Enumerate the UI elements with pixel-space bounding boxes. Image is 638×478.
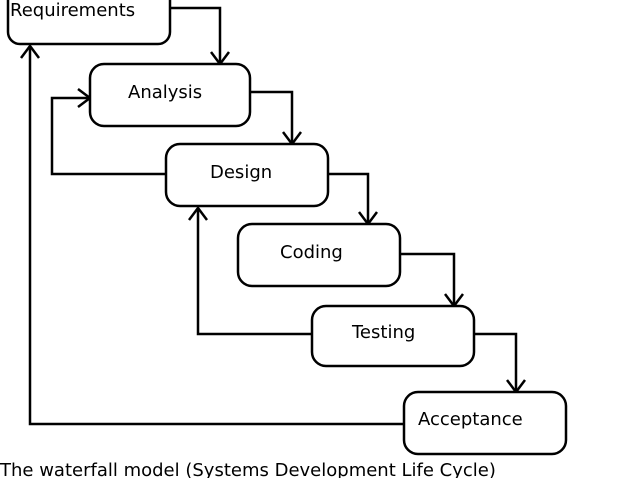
stage-box-analysis — [88, 62, 252, 128]
arrowhead-feedback-requirements — [20, 43, 40, 59]
stage-box-design — [164, 142, 330, 208]
stage-label-testing: Testing — [351, 322, 415, 343]
feedback-design-to-analysis — [50, 96, 166, 176]
stage-boxes — [6, 0, 568, 456]
stage-label-design: Design — [210, 162, 272, 183]
stage-label-analysis: Analysis — [128, 82, 202, 103]
stage-label-acceptance: Acceptance — [418, 409, 523, 430]
stage-label-requirements: Requirements — [10, 0, 135, 21]
stage-label-coding: Coding — [280, 242, 343, 263]
stage-box-testing — [310, 304, 476, 368]
stage-box-coding — [236, 222, 402, 288]
arrow-design-to-coding — [328, 172, 370, 222]
stage-labels: Requirements Analysis Design Coding Test… — [10, 0, 523, 430]
feedback-acceptance-to-requirements — [28, 48, 404, 426]
arrowhead-feedback-design — [188, 205, 208, 221]
arrow-testing-to-acceptance — [474, 332, 518, 390]
feedback-testing-to-design — [196, 210, 312, 336]
stage-box-acceptance — [402, 390, 568, 456]
arrow-coding-to-testing — [400, 252, 456, 304]
stage-box-requirements — [6, 0, 172, 46]
diagram-caption: The waterfall model (Systems Development… — [0, 460, 496, 478]
arrow-analysis-to-design — [250, 90, 294, 142]
arrow-requirements-to-analysis — [170, 6, 222, 62]
connectors — [28, 6, 518, 426]
